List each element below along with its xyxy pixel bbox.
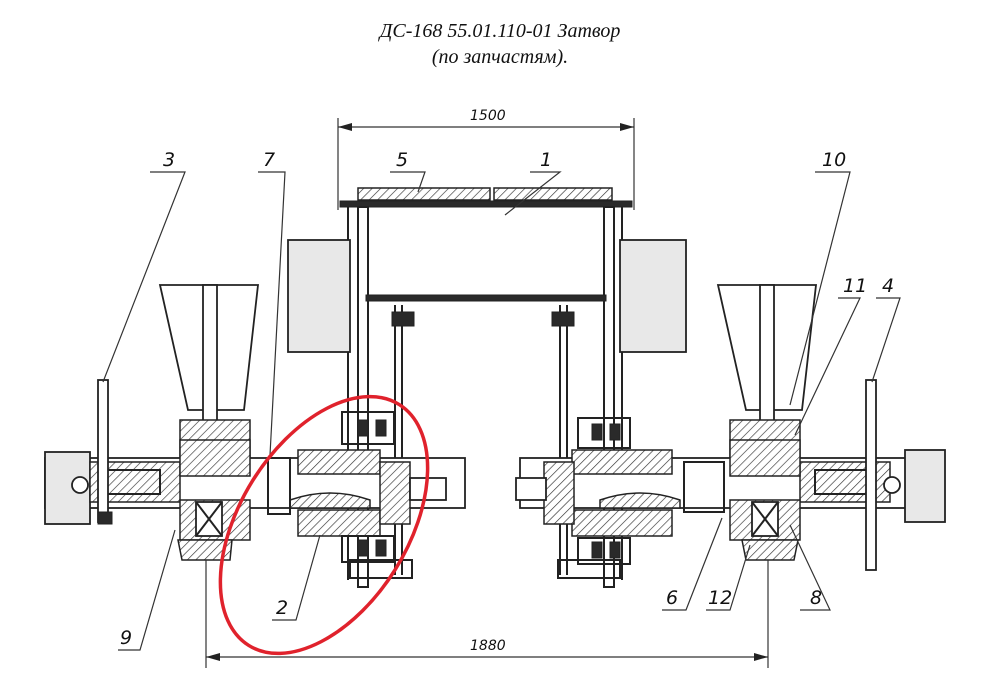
callout-9: 9 [120,627,132,649]
top-plate-left [357,187,491,201]
dimension-top-label: 1500 [470,108,506,124]
callout-7: 7 [263,149,275,171]
callout-3: 3 [163,149,175,171]
callout-labels: 3 7 5 1 10 11 4 9 2 6 12 8 [120,149,894,649]
drawing-title: ДС-168 55.01.110-01 Затвор [379,20,621,42]
callout-6: 6 [666,587,678,609]
callout-10: 10 [822,149,846,171]
callout-12: 12 [708,587,732,609]
drawing-subtitle: (по запчастям). [431,46,569,68]
leader-lines [102,171,901,651]
dimension-bottom-label: 1880 [470,638,506,654]
central-frame [287,187,687,588]
highlight-ellipse [218,394,430,656]
callout-1: 1 [540,149,552,171]
left-assembly [44,284,466,563]
right-assembly [515,284,946,571]
callout-2: 2 [276,597,288,619]
dimension-1500: 1500 [337,108,635,210]
callout-5: 5 [396,149,408,171]
top-plate-right [493,187,613,201]
callout-4: 4 [882,275,894,297]
callout-11: 11 [843,275,867,297]
callout-8: 8 [810,587,822,609]
dimension-1880: 1880 [205,560,769,668]
